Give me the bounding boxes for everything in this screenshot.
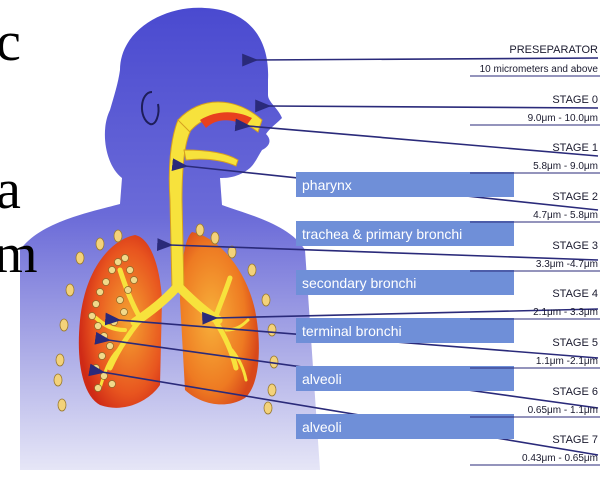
label-secondary-bronchi-text: secondary bronchi xyxy=(302,275,416,291)
stage-5-title: STAGE 5 xyxy=(552,337,598,349)
stage-3-title: STAGE 3 xyxy=(552,240,598,252)
stage-preseparator-title: PRESEPARATOR xyxy=(509,44,598,56)
stage-2-range: 4.7μm - 5.8μm xyxy=(533,210,598,221)
slide-text-fragment-1: c xyxy=(0,14,21,70)
label-trachea: trachea & primary bronchi xyxy=(296,221,514,246)
label-alveoli-1-text: alveoli xyxy=(302,371,342,387)
stage-preseparator-range: 10 micrometers and above xyxy=(480,64,599,75)
stage-2-title: STAGE 2 xyxy=(552,191,598,203)
stage-1-range: 5.8μm - 9.0μm xyxy=(533,161,598,172)
label-secondary-bronchi: secondary bronchi xyxy=(296,270,514,295)
label-terminal-bronchi-text: terminal bronchi xyxy=(302,323,402,339)
label-alveoli-2-text: alveoli xyxy=(302,419,342,435)
stage-7-title: STAGE 7 xyxy=(552,434,598,446)
stage-4-title: STAGE 4 xyxy=(552,288,598,300)
slide-text-fragment-3: m xyxy=(0,226,38,282)
stage-0-title: STAGE 0 xyxy=(552,94,598,106)
stage-6-range: 0.65μm - 1.1μm xyxy=(528,405,598,416)
label-alveoli-1: alveoli xyxy=(296,366,514,391)
label-pharynx-text: pharynx xyxy=(302,177,352,193)
anatomy-labels: pharynx trachea & primary bronchi second… xyxy=(296,172,514,439)
label-pharynx: pharynx xyxy=(296,172,514,197)
label-trachea-text: trachea & primary bronchi xyxy=(302,226,462,242)
label-terminal-bronchi: terminal bronchi xyxy=(296,318,514,343)
stage-4-range: 2.1μm - 3.3μm xyxy=(533,307,598,318)
slide-text-fragment-2: a xyxy=(0,162,21,218)
stage-7-range: 0.43μm - 0.65μm xyxy=(522,453,598,464)
label-alveoli-2: alveoli xyxy=(296,414,514,439)
stage-6-title: STAGE 6 xyxy=(552,386,598,398)
stage-3-range: 3.3μm -4.7μm xyxy=(536,259,598,270)
stage-1-title: STAGE 1 xyxy=(552,142,598,154)
stage-0-range: 9.0μm - 10.0μm xyxy=(528,113,598,124)
stage-5-range: 1.1μm -2.1μm xyxy=(536,356,598,367)
